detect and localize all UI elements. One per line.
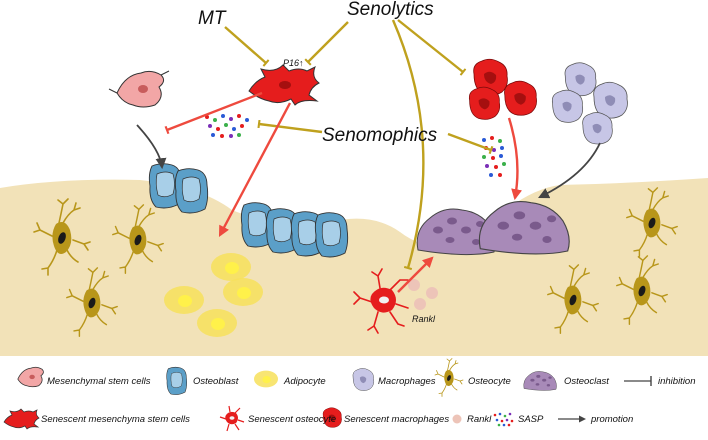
legend-label: Mesenchymal stem cells	[47, 376, 151, 387]
mesenchymal-stem-cell	[108, 70, 170, 108]
legend-label: Rankl	[467, 414, 492, 425]
osteoblast-pair	[148, 163, 209, 214]
mt-to-p16-inhibition	[224, 26, 270, 67]
senolytics-to-senescent-macrophage-inhibition	[397, 19, 467, 76]
senescent-osteocyte-icon	[219, 405, 245, 432]
senescent-msc	[248, 64, 320, 106]
bone-matrix	[0, 178, 708, 356]
senolytics-to-msc-inhibition	[304, 21, 349, 66]
senescent-msc-to-adipocyte-promotion	[218, 102, 292, 237]
legend-label: Senescent mesenchyma stem cells	[41, 414, 190, 425]
senolytics-to-senescent-osteocyte-inhibition	[391, 19, 425, 271]
macrophage-to-osteoclast-promotion	[538, 142, 601, 199]
osteoclast-icon	[523, 371, 557, 391]
rankl-dots	[408, 279, 438, 310]
msc-to-osteoblast-promotion	[136, 124, 167, 170]
rankl-icon	[452, 414, 462, 424]
senolytics-label: Senolytics	[347, 0, 434, 20]
inhibition-arrow-icon	[624, 376, 652, 386]
senescent-osteocyte-to-osteoclast-promotion	[397, 256, 434, 293]
legend-label: Adipocyte	[283, 376, 326, 387]
legend-label: Senescent macrophages	[344, 414, 449, 425]
macrophage-icon	[352, 368, 375, 391]
legend-label: inhibition	[658, 376, 696, 387]
p16-label: P16↑	[283, 58, 304, 68]
promotion-lines-red	[164, 91, 523, 293]
osteoclast-pair	[416, 200, 570, 256]
osteocyte-icon	[434, 358, 464, 397]
adipocyte-icon	[254, 370, 278, 388]
senomorphics-to-right-sasp-inhibition	[447, 132, 494, 155]
senescent-macrophage-cluster	[468, 58, 538, 120]
sasp-cluster-left	[205, 114, 249, 138]
inhibition-lines	[224, 19, 494, 271]
legend-label: Macrophages	[378, 376, 436, 387]
promotion-lines-gray	[136, 124, 601, 199]
legend-label: SASP	[518, 414, 544, 425]
senescent-macrophage-to-osteoclast-promotion	[507, 117, 523, 201]
senomorphics-label: Senomophics	[322, 125, 438, 146]
legend-label: Osteoclast	[564, 376, 609, 387]
legend-label: Osteocyte	[468, 376, 511, 387]
senescent-msc-to-msc-inhibition	[164, 91, 263, 135]
legend: Mesenchymal stem cells Osteoblast Adipoc…	[3, 358, 696, 432]
osteoblast-icon	[166, 366, 187, 395]
promotion-arrow-icon	[558, 415, 586, 423]
legend-label: promotion	[590, 414, 633, 425]
macrophage-cluster	[551, 62, 628, 145]
senescent-osteocyte	[353, 268, 409, 334]
senescent-msc-icon	[3, 408, 40, 430]
senomorphics-to-left-sasp-inhibition	[257, 119, 323, 134]
rankl-label: Rankl	[412, 314, 436, 324]
mt-label: MT	[198, 8, 227, 29]
mesenchymal-stem-cell-icon	[17, 366, 44, 388]
legend-label: Senescent osteocyte	[248, 414, 336, 425]
sasp-icon	[493, 412, 514, 427]
legend-label: Osteoblast	[193, 376, 239, 387]
sasp-cluster-right	[482, 136, 506, 177]
